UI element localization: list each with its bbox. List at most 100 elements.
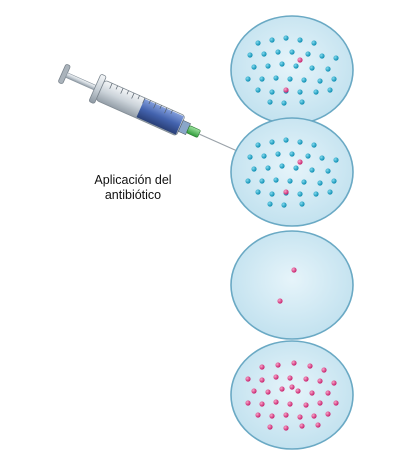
antibiotic-application-label: Aplicación del antibiótico: [78, 173, 188, 203]
normal-bacterium: [261, 153, 267, 159]
normal-bacterium: [251, 166, 257, 172]
resistant-bacterium: [333, 400, 339, 406]
resistant-bacterium: [275, 362, 281, 368]
normal-bacterium: [279, 163, 285, 169]
normal-bacterium: [269, 139, 275, 145]
normal-bacterium: [305, 153, 311, 159]
normal-bacterium: [301, 77, 307, 83]
resistant-bacterium: [283, 87, 289, 93]
resistant-bacterium: [295, 388, 301, 394]
normal-bacterium: [299, 201, 305, 207]
resistant-bacterium: [317, 378, 323, 384]
resistant-bacterium: [265, 389, 271, 395]
normal-bacterium: [255, 87, 261, 93]
resistant-bacterium: [245, 400, 251, 406]
normal-bacterium: [255, 40, 261, 46]
normal-bacterium: [297, 191, 303, 197]
resistant-bacterium: [287, 401, 293, 407]
resistant-bacterium: [303, 402, 309, 408]
normal-bacterium: [317, 78, 323, 84]
resistant-bacterium: [291, 360, 297, 366]
normal-bacterium: [281, 202, 287, 208]
normal-bacterium: [289, 151, 295, 157]
normal-bacterium: [319, 155, 325, 161]
normal-bacterium: [293, 165, 299, 171]
normal-bacterium: [255, 142, 261, 148]
normal-bacterium: [267, 99, 273, 105]
resistant-bacterium: [273, 374, 279, 380]
normal-bacterium: [251, 64, 257, 70]
normal-bacterium: [269, 37, 275, 43]
petri-dish-icon: [230, 340, 354, 450]
resistant-bacterium: [307, 363, 313, 369]
normal-bacterium: [299, 99, 305, 105]
resistant-bacterium: [297, 57, 303, 63]
normal-bacterium: [279, 61, 285, 67]
petri-dish-icon: [230, 230, 354, 340]
resistant-bacterium: [309, 390, 315, 396]
resistant-bacterium: [273, 399, 279, 405]
dish-initial-population: [230, 15, 354, 125]
resistant-bacterium: [303, 376, 309, 382]
resistant-bacterium: [299, 423, 305, 429]
normal-bacterium: [297, 37, 303, 43]
petri-dish-icon: [230, 15, 354, 125]
normal-bacterium: [265, 63, 271, 69]
resistant-bacterium: [325, 411, 331, 417]
resistant-bacterium: [317, 400, 323, 406]
resistant-bacterium: [283, 425, 289, 431]
resistant-bacterium: [311, 413, 317, 419]
normal-bacterium: [261, 51, 267, 57]
normal-bacterium: [309, 65, 315, 71]
normal-bacterium: [333, 55, 339, 61]
normal-bacterium: [313, 89, 319, 95]
dish-resistant-population: [230, 340, 354, 450]
normal-bacterium: [313, 191, 319, 197]
resistant-bacterium: [259, 364, 265, 370]
resistant-bacterium: [255, 412, 261, 418]
resistant-bacterium: [259, 377, 265, 383]
normal-bacterium: [333, 157, 339, 163]
normal-bacterium: [269, 191, 275, 197]
normal-bacterium: [293, 63, 299, 69]
resistant-bacterium: [321, 367, 327, 373]
resistant-bacterium: [287, 375, 293, 381]
resistant-bacterium: [289, 384, 295, 390]
resistant-bacterium: [315, 422, 321, 428]
normal-bacterium: [269, 89, 275, 95]
normal-bacterium: [245, 178, 251, 184]
label-line-1: Aplicación del: [94, 173, 172, 187]
resistant-bacterium: [245, 376, 251, 382]
normal-bacterium: [273, 75, 279, 81]
resistant-bacterium: [259, 401, 265, 407]
normal-bacterium: [305, 51, 311, 57]
resistant-bacterium: [279, 386, 285, 392]
resistant-bacterium: [325, 390, 331, 396]
resistant-bacterium: [283, 412, 289, 418]
normal-bacterium: [287, 178, 293, 184]
normal-bacterium: [265, 165, 271, 171]
normal-bacterium: [275, 151, 281, 157]
normal-bacterium: [289, 49, 295, 55]
normal-bacterium: [247, 52, 253, 58]
normal-bacterium: [317, 180, 323, 186]
resistant-bacterium: [291, 267, 297, 273]
normal-bacterium: [325, 168, 331, 174]
normal-bacterium: [327, 87, 333, 93]
normal-bacterium: [331, 178, 337, 184]
dish-antibiotic-applied: [230, 117, 354, 227]
resistant-bacterium: [283, 189, 289, 195]
normal-bacterium: [287, 76, 293, 82]
resistant-bacterium: [277, 298, 283, 304]
normal-bacterium: [259, 178, 265, 184]
normal-bacterium: [311, 142, 317, 148]
label-line-2: antibiótico: [104, 188, 162, 202]
resistant-bacterium: [267, 424, 273, 430]
normal-bacterium: [325, 66, 331, 72]
dish-survivors: [230, 230, 354, 340]
resistant-bacterium: [331, 380, 337, 386]
normal-bacterium: [301, 179, 307, 185]
normal-bacterium: [281, 100, 287, 106]
normal-bacterium: [247, 154, 253, 160]
